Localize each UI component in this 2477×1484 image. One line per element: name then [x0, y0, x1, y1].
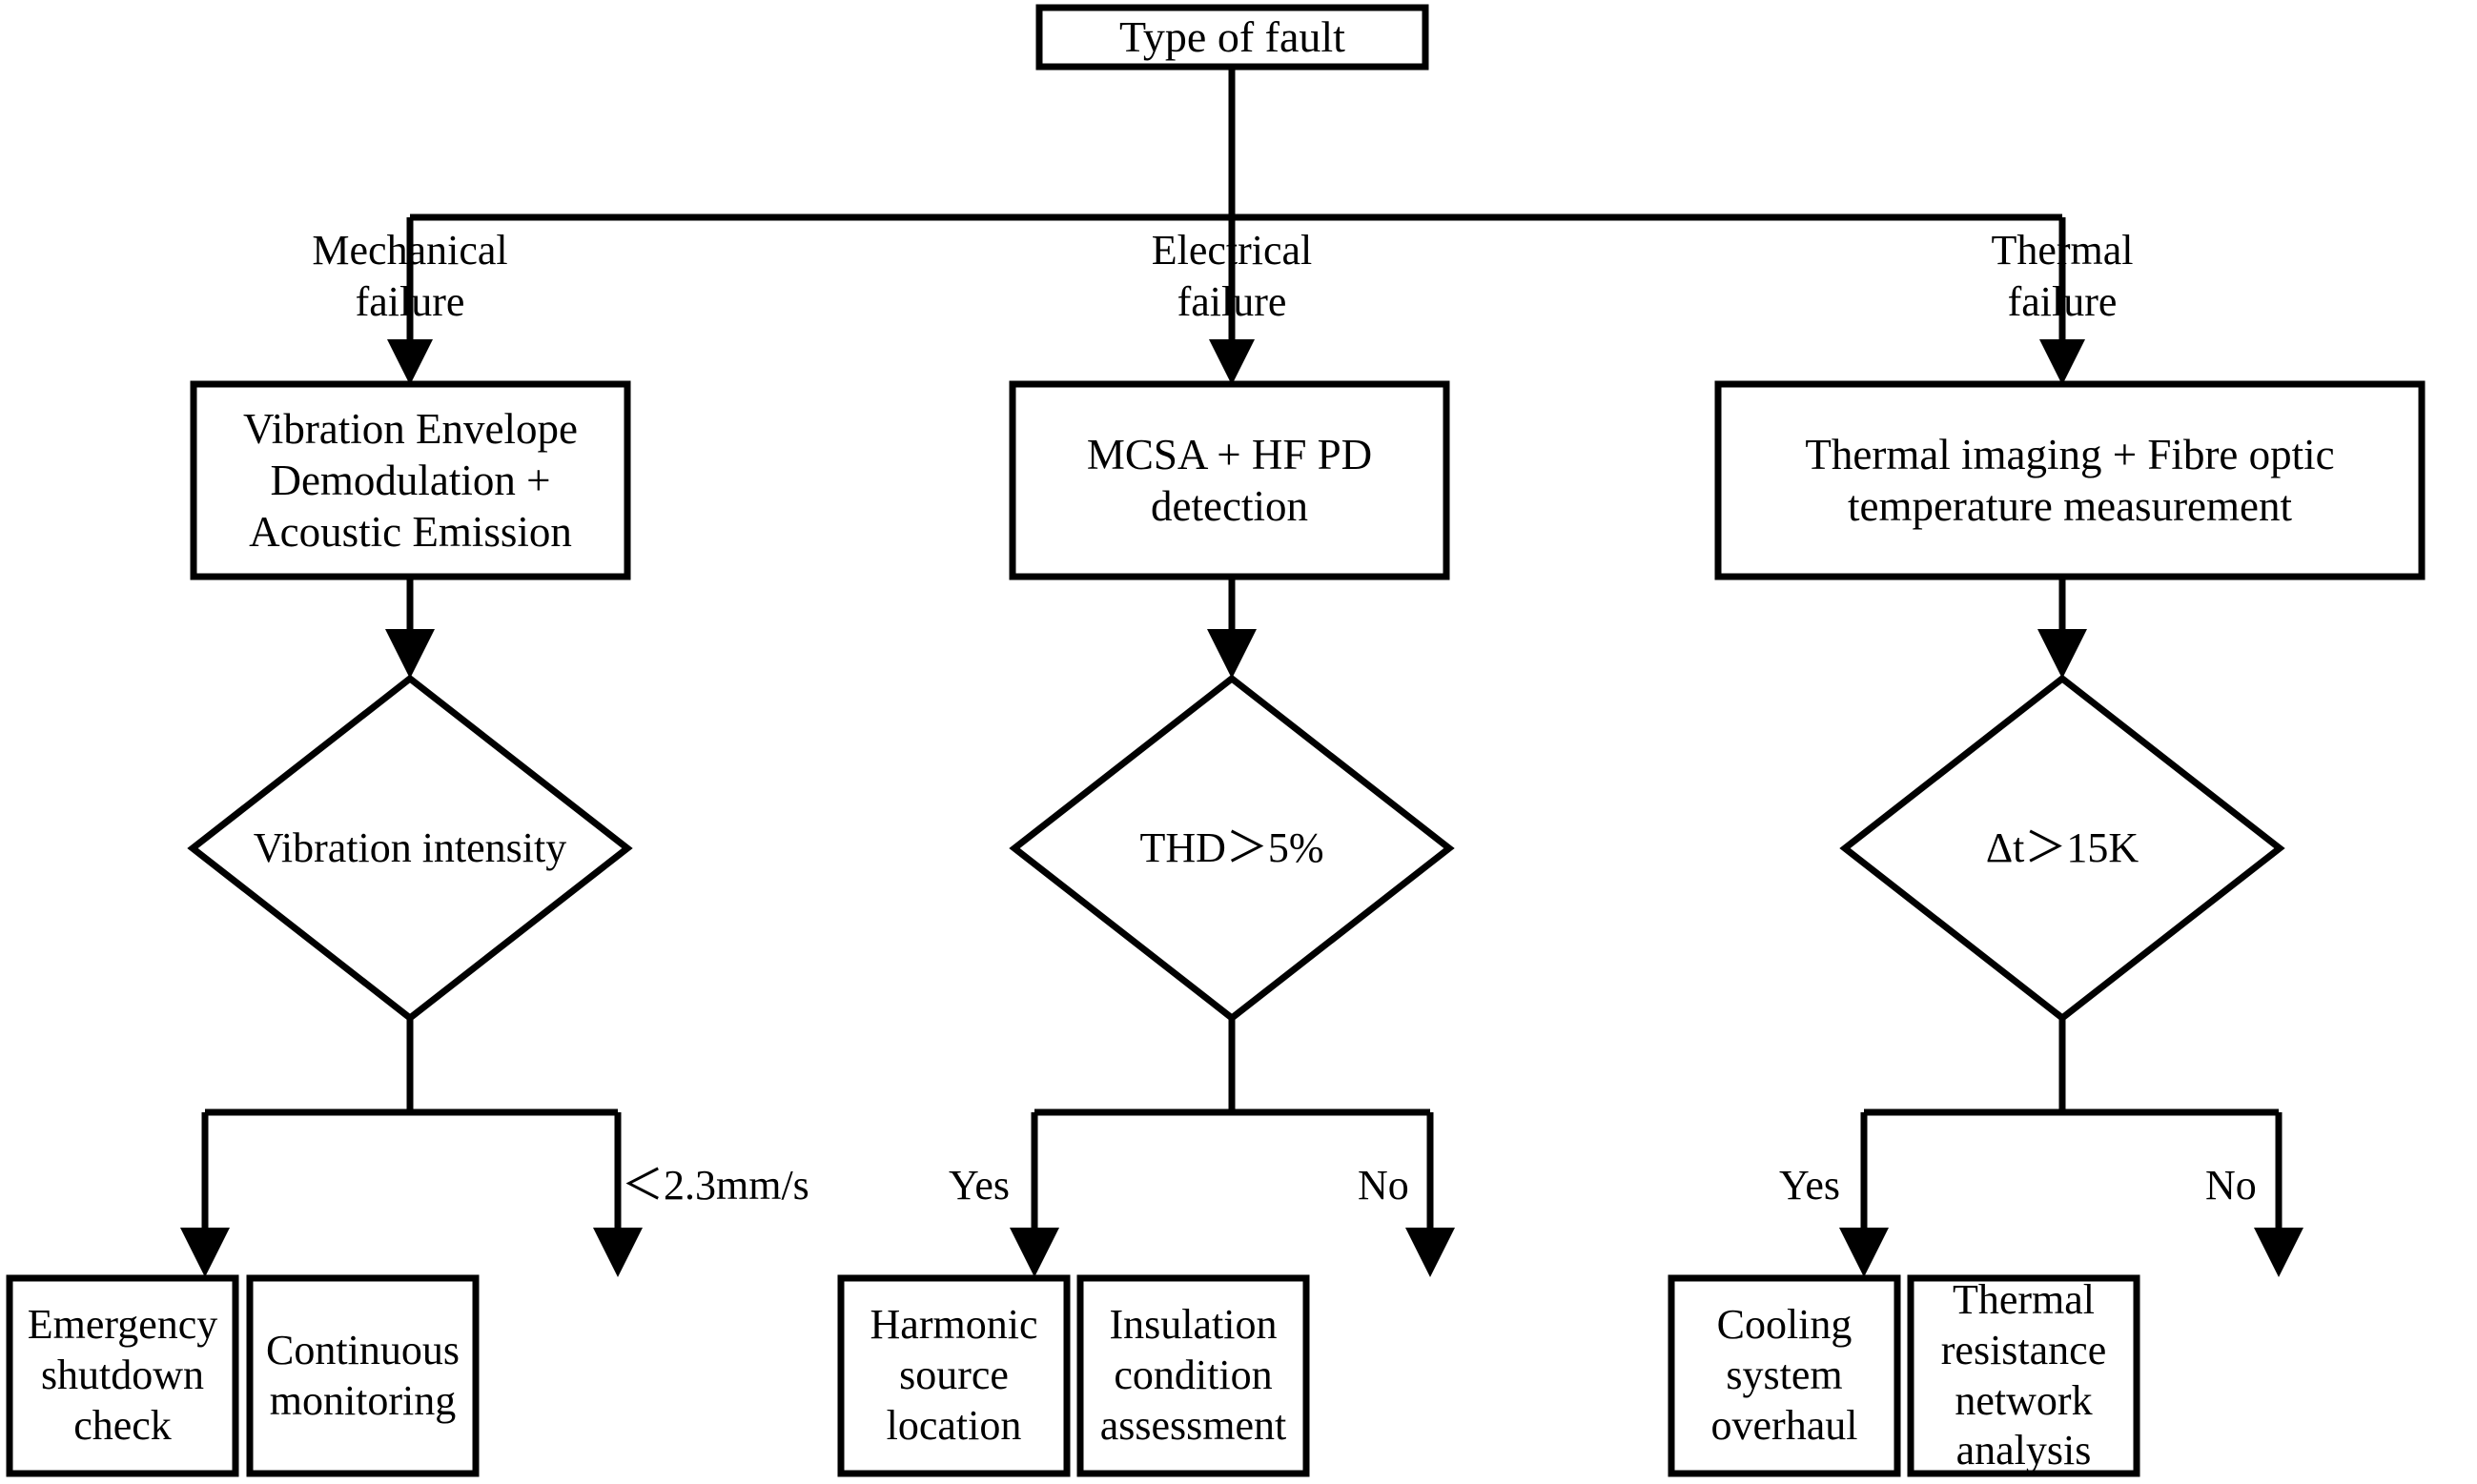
arrow-to-thermal-resistance: [2254, 1228, 2303, 1277]
process-box-thermal[interactable]: [1714, 380, 2426, 580]
decision-label-vibration: Vibration intensity: [253, 823, 567, 871]
arrow-to-harmonic-source: [1010, 1228, 1059, 1277]
result-box-harmonic-source[interactable]: [837, 1274, 1071, 1477]
result-box-continuous-monitoring[interactable]: [246, 1274, 480, 1477]
arrow-to-cooling-overhaul: [1839, 1228, 1889, 1277]
arrow-electrical-to-decision: [1207, 629, 1257, 679]
result-box-emergency-shutdown[interactable]: [6, 1274, 239, 1477]
result-label-cooling-overhaul: Cooling system overhaul: [1710, 1301, 1858, 1449]
result-label-emergency-shutdown: Emergency shutdown check: [27, 1301, 218, 1449]
process-box-electrical[interactable]: [1009, 380, 1450, 580]
arrow-thermal-to-decision: [2037, 629, 2087, 679]
process-label-thermal: Thermal imaging + Fibre optic temperatur…: [1805, 431, 2335, 530]
result-box-thermal-resistance[interactable]: [1907, 1274, 2140, 1477]
arrow-to-insulation-condition: [1405, 1228, 1455, 1277]
result-label-harmonic-source: Harmonic source location: [870, 1301, 1038, 1449]
process-label-mechanical: Vibration Envelope Demodulation + Acoust…: [243, 405, 578, 556]
result-box-insulation-condition[interactable]: [1076, 1274, 1310, 1477]
branch-arrow-electrical: [1209, 339, 1255, 385]
result-label-thermal-resistance: Thermal resistance network analysis: [1940, 1275, 2107, 1474]
branch-arrow-thermal: [2039, 339, 2085, 385]
result-box-cooling-overhaul[interactable]: [1668, 1274, 1901, 1477]
root-label: Type of fault: [1119, 12, 1345, 62]
arrow-to-continuous-monitoring: [593, 1228, 643, 1277]
process-label-electrical: MCSA + HF PD detection: [1086, 431, 1373, 530]
arrow-to-emergency-shutdown: [180, 1228, 230, 1277]
decision-label-deltat: Δt＞15K: [1985, 823, 2139, 871]
decision-label-thd: THD＞5%: [1139, 823, 1324, 871]
result-label-insulation-condition: Insulation condition assessment: [1099, 1301, 1287, 1449]
arrow-mechanical-to-decision: [385, 629, 435, 679]
result-label-continuous-monitoring: Continuous monitoring: [266, 1326, 460, 1424]
branch-arrow-mechanical: [387, 339, 433, 385]
